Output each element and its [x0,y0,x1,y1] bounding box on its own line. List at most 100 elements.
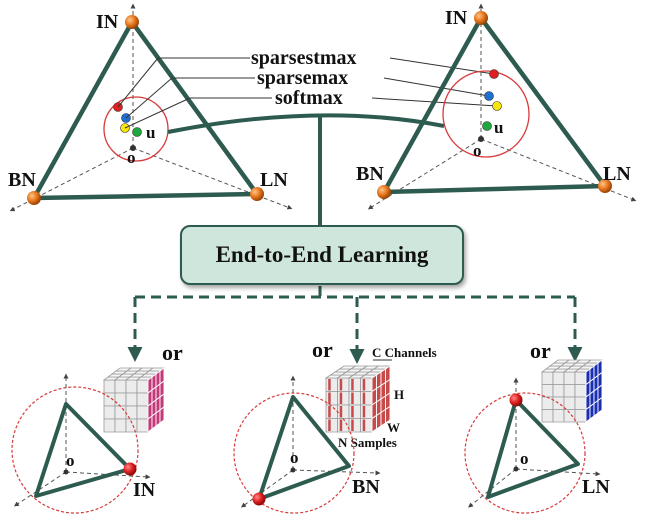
sparsestmax-point [489,69,499,79]
cube-side-cell [385,405,391,424]
label-vertex: IN [133,479,156,501]
selection-circle [233,392,355,514]
cube-front-cell [552,384,565,398]
cube-bn-stripe [328,406,331,418]
cube-front-cell [574,384,587,398]
vertex-bn-node [27,191,41,205]
cube-side-cell [376,411,382,430]
cube-front-cell [574,371,587,385]
label-sparsemax: sparsemax [257,67,348,89]
cube-front-cell [348,377,361,392]
cube-bn-stripe [351,406,354,418]
vertex-ln-node [250,187,264,201]
cube-side-cell [597,396,603,414]
cube-front-cell [136,405,149,420]
cube-bn-stripe [339,392,343,404]
selection-circle [464,392,586,514]
cube-bn-stripe [328,419,331,431]
cube-front-cell [360,377,373,392]
cube-side-cell [151,412,157,430]
cube-bn-stripe [362,392,366,404]
label-o: o [66,451,75,470]
cube-front-cell [563,384,576,398]
cube-side-cell [585,405,591,423]
end-to-end-learning-box: End-to-End Learning [180,225,464,285]
triangle-outline [31,19,260,201]
label-u: u [146,123,155,142]
cube-front-cell [574,409,587,423]
label-vertex: LN [582,476,610,498]
method-labels: sparsestmax sparsemax softmax [158,47,498,109]
tensor-dimension-labels: C Channels H W N Samples [338,345,437,450]
cube-front-cell [541,409,554,423]
label-vertex: BN [352,476,380,498]
uniform-circle [442,70,530,158]
label-in: IN [445,7,468,29]
cube-front-cell [103,418,116,433]
cube-bn-stripe [328,379,331,391]
cube-front-cell [114,392,127,407]
cube-front-cell [337,404,350,419]
label-sparsestmax: sparsestmax [251,47,357,69]
cube-front-cell [552,371,565,385]
cube-front-cell [136,418,149,433]
cube-front-cell [125,392,138,407]
selected-vertex [123,462,137,476]
vertex-bn-node [377,185,391,199]
origin-point [130,145,136,151]
uniform-point [132,127,142,137]
cube-front-cell [563,371,576,385]
sparsemax-point [484,91,494,101]
cube-front-cell [541,396,554,410]
vertex-in-node [474,11,488,25]
cube-bn-stripe [362,379,366,391]
label-softmax: softmax [275,87,343,109]
uniform-circle [103,96,169,162]
label-bn: BN [356,163,384,185]
label-in: IN [96,11,119,33]
label-ln: LN [260,169,288,191]
cube-front-cell [541,384,554,398]
simplex-top-left: IN BN LN u o [8,3,293,212]
vertex-ln-node [598,179,612,193]
label-o: o [473,141,482,160]
connector-top [167,113,445,226]
cube-bn-stripe [351,379,354,391]
cube-side-cell [593,399,599,417]
cube-bn-stripe [328,392,331,404]
triangle-outline [381,15,608,195]
cube-front-cell [136,392,149,407]
uniform-point [482,121,492,131]
label-w: W [387,420,400,435]
tensor-cube-ln [540,359,604,423]
cube-front-cell [552,409,565,423]
label-h: H [394,387,404,402]
cube-front-cell [348,391,361,406]
cube-bn-stripe [339,419,343,431]
branch-connectors [127,286,583,364]
label-o: o [290,448,299,467]
cube-side-cell [155,409,161,427]
selected-vertex [252,492,266,506]
simplex-bottom-bn: o BN [233,375,381,514]
label-ln: LN [603,163,631,185]
end-to-end-learning-label: End-to-End Learning [215,242,429,267]
or-label-1: or [162,340,183,365]
origin-point [63,469,69,475]
cube-front-cell [337,391,350,406]
label-samples: N Samples [338,435,397,450]
label-channels: C Channels [372,345,437,360]
cube-front-cell [348,404,361,419]
cube-side-cell [380,408,386,427]
cube-front-cell [360,418,373,433]
cube-front-cell [563,396,576,410]
cube-front-cell [125,379,138,394]
cube-bn-stripe [362,419,366,431]
cube-bn-stripe [362,406,366,418]
cube-front-cell [136,379,149,394]
origin-point [513,466,519,472]
triangle-outline [486,398,580,499]
simplex-bottom-in: o IN [11,373,156,514]
origin-point [290,467,296,473]
